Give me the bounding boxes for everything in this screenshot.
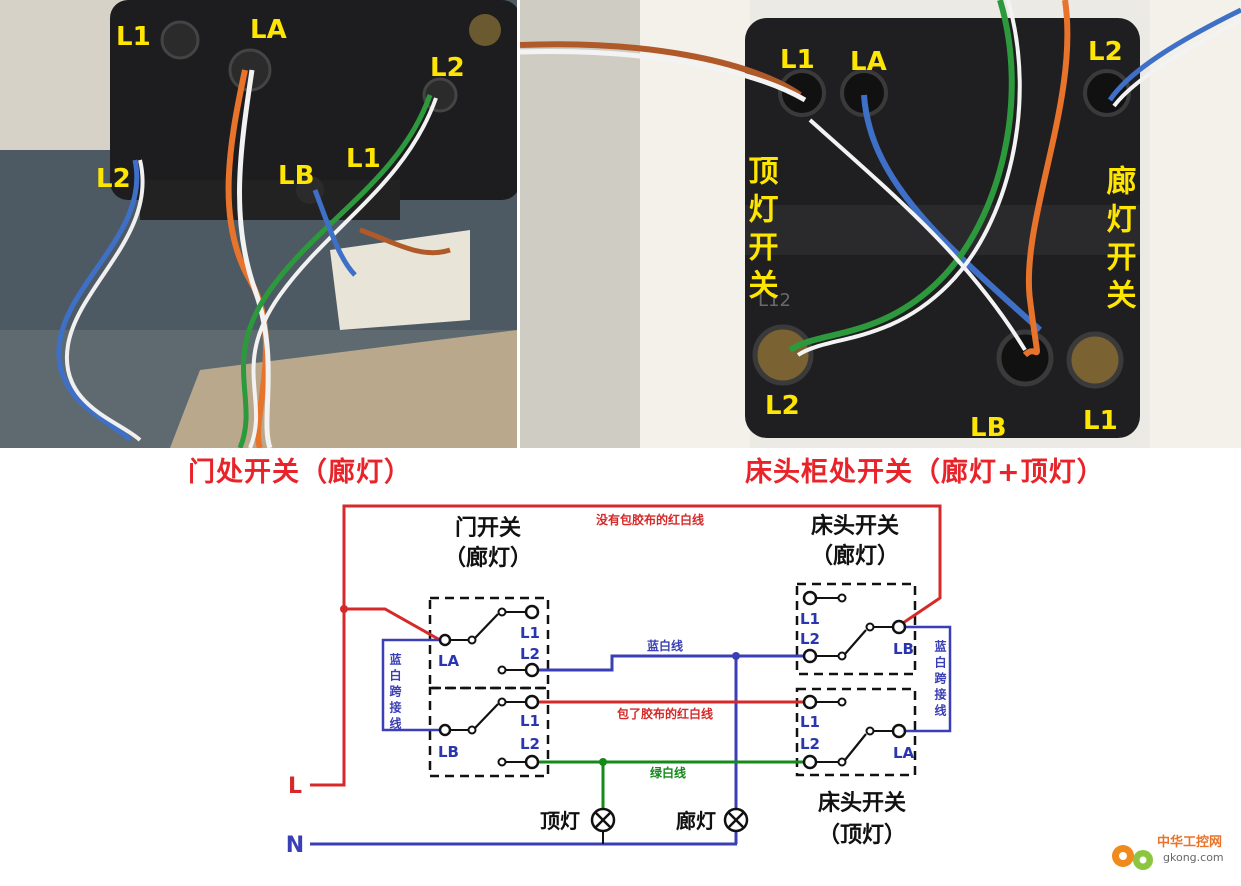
gkong-logo: 中华工控网 gkong.com [1112,834,1224,870]
photo-right-label-l2-bottom: L2 [765,391,800,421]
label-neutral-n: N [286,833,304,858]
jumper-right-wire [900,625,952,733]
photo-right-label-l2-top: L2 [1088,37,1123,67]
photo-right-imprint-l12: L12 [758,290,791,311]
bed-switch-ceiling-contacts [802,694,907,770]
lamp-ceiling [590,807,616,833]
jumper-left-wire [381,638,440,732]
gkong-logo-domain: gkong.com [1163,851,1224,864]
photo-right-label-l1-bottom: L1 [1083,406,1118,436]
label-wire-blue: 蓝白线 [647,638,683,653]
bed-switch2-title: 床头开关 [818,790,906,816]
door-top-label-l1: L1 [520,624,540,642]
photo-right-label-la: LA [850,47,887,77]
photo-left-label-lb: LB [278,161,314,191]
photo-door-switch-image: L1 LA L2 L2 LB L1 [0,0,517,448]
photo-left-label-l2-left: L2 [96,164,131,194]
photo-right-label-lb: LB [970,413,1006,443]
bed-switch-subtitle: （廊灯） [811,543,899,569]
wire-live-to-door-la [344,607,441,642]
photo-right-label-l1-top: L1 [780,45,815,75]
label-lamp-ceiling: 顶灯 [540,809,580,833]
wire-blue [532,654,810,672]
photo-left-label-la: LA [250,15,287,45]
door-bottom-label-lb: LB [438,743,459,761]
door-switch-corridor-contacts [438,604,540,678]
photo-door-switch: L1 LA L2 L2 LB L1 [0,0,517,448]
label-live-l: L [288,774,302,799]
wiring-diagram: 门开关 （廊灯） 床头开关 （廊灯） 床头开关 （顶灯） 没有包胶布的红白线 L… [286,504,952,858]
caption-bedside-switch: 床头柜处开关（廊灯+顶灯） [745,457,1105,488]
bed-top-label-l2: L2 [800,630,820,648]
photo-left-label-l1-top: L1 [116,22,151,52]
photo-right-ceiling-switch-label: 顶灯开关 [743,155,779,307]
photo-left-label-l2-top: L2 [430,53,465,83]
door-bottom-label-l1: L1 [520,712,540,730]
door-switch-ceiling-contacts [438,694,540,770]
label-wire-red-taped: 包了胶布的红白线 [616,706,713,721]
bed-switch-corridor-contacts [802,590,907,664]
photo-bedside-switch: L1 LA L2 L2 LB L1 L12 顶灯开关 廊灯开关 [520,0,1241,448]
gkong-logo-cn: 中华工控网 [1157,834,1222,850]
label-jumper-right: 蓝白跨接线 [933,639,947,720]
wire-live-untaped-red [310,504,942,787]
door-top-label-l2: L2 [520,645,540,663]
bed-top-label-l1: L1 [800,610,820,628]
bed-top-label-lb: LB [893,640,914,658]
door-switch-box-ceiling [428,686,550,778]
photo-bedside-switch-image: L1 LA L2 L2 LB L1 L12 顶灯开关 廊灯开关 [520,0,1241,448]
door-switch-subtitle: （廊灯） [444,545,532,571]
label-wire-red-untaped: 没有包胶布的红白线 [596,512,704,527]
photo-right-corridor-switch-label: 廊灯开关 [1101,164,1137,317]
door-top-label-la: LA [438,652,460,670]
label-wire-green: 绿白线 [650,765,686,780]
door-bottom-label-l2: L2 [520,735,540,753]
bed-bottom-label-l2: L2 [800,735,820,753]
bed-switch2-subtitle: （顶灯） [818,823,906,848]
door-switch-title: 门开关 [455,515,521,541]
bed-bottom-label-la: LA [893,744,915,762]
bed-switch-box-ceiling [795,687,917,777]
label-jumper-left: 蓝白跨接线 [388,652,402,733]
label-lamp-corridor: 廊灯 [676,809,716,833]
lamp-corridor [723,807,749,833]
photo-left-label-l1-mid: L1 [346,144,381,174]
bed-switch-title: 床头开关 [811,513,899,539]
caption-door-switch: 门处开关（廊灯） [188,457,412,488]
bed-bottom-label-l1: L1 [800,713,820,731]
